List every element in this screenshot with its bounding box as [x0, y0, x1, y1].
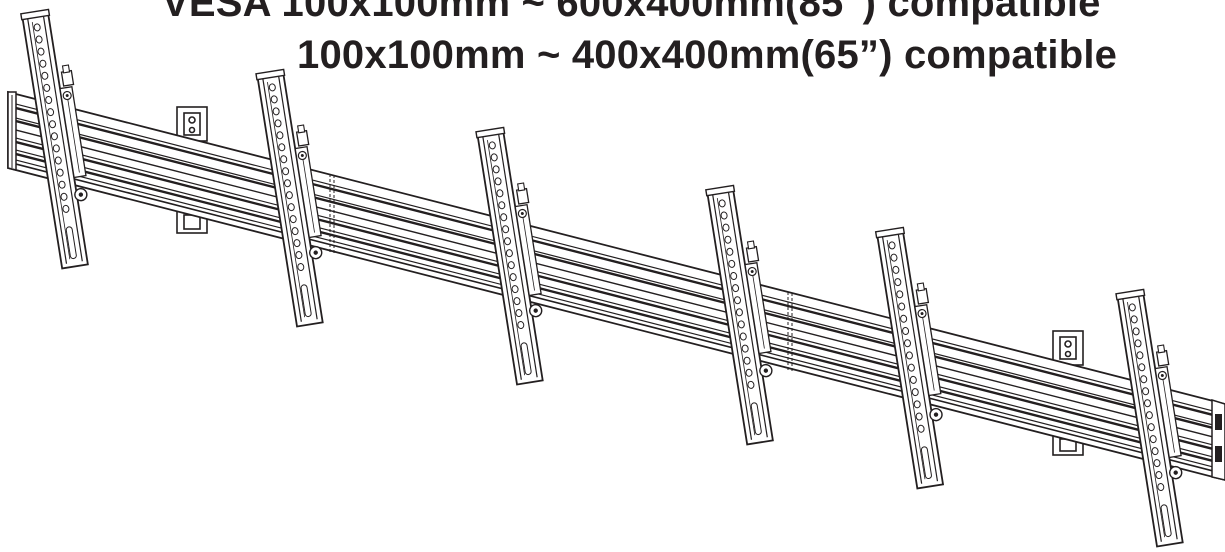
vertical-bracket: [705, 184, 774, 446]
vertical-bracket: [475, 126, 544, 386]
vertical-bracket: [255, 68, 324, 328]
vertical-bracket: [1115, 288, 1184, 548]
vesa-65-compatibility-title: 100x100mm ~ 400x400mm(65”) compatible: [297, 33, 1118, 77]
vertical-bracket: [874, 226, 945, 490]
mounting-rail: [7, 90, 1225, 481]
wall-plate-left: [176, 106, 208, 234]
vertical-brackets: [20, 8, 1184, 548]
vesa-85-compatibility-title: VESA 100x100mm ~ 600x400mm(85") compatib…: [162, 0, 1101, 25]
vertical-bracket: [20, 8, 89, 270]
